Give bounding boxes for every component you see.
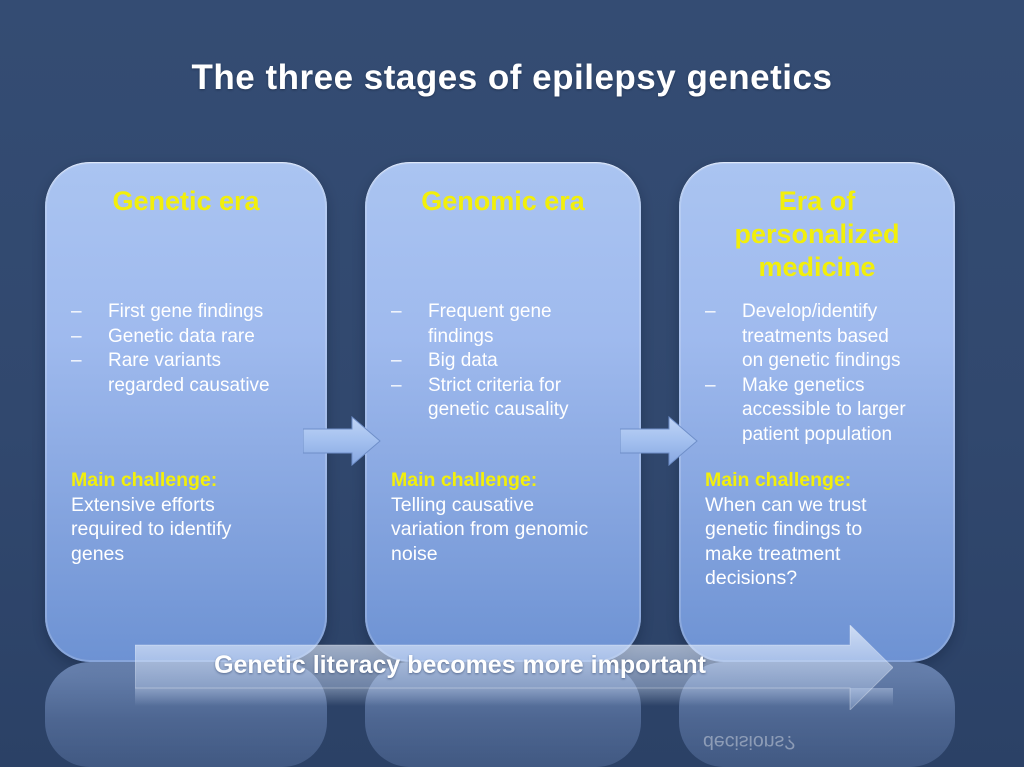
arrow-genetic-to-genomic-icon bbox=[303, 416, 381, 466]
slide-title: The three stages of epilepsy genetics bbox=[191, 58, 833, 97]
dash-bullet-icon: – bbox=[705, 301, 716, 322]
dash-bullet-icon: – bbox=[71, 325, 82, 347]
bullet-item: – Strict criteria for genetic causality bbox=[391, 374, 633, 423]
dash-bullet-icon: – bbox=[391, 374, 402, 396]
banner-label: Genetic literacy becomes more important bbox=[214, 651, 706, 679]
stage-card-genetic-era: Genetic era – First gene findings – Gene… bbox=[45, 162, 327, 662]
stage-bullet-list: – Frequent gene findings – Big data – St… bbox=[391, 300, 633, 423]
bullet-item: – Rare variants regarded causative bbox=[71, 349, 319, 398]
reflected-decisions-text: decisions? bbox=[703, 731, 796, 753]
stage-challenge: Main challenge: When can we trust geneti… bbox=[705, 468, 947, 591]
stage-title: Genetic era bbox=[112, 186, 260, 216]
banner-reflection bbox=[135, 688, 893, 706]
bullet-item: – Genetic data rare bbox=[71, 325, 319, 350]
stage-card-genomic-era: Genomic era – Frequent gene findings – B… bbox=[365, 162, 641, 662]
challenge-label: Main challenge: bbox=[391, 469, 538, 491]
bullet-item: – Frequent gene findings bbox=[391, 300, 633, 349]
stage-title: Genomic era bbox=[421, 186, 585, 216]
bullet-item: – First gene findings bbox=[71, 300, 319, 325]
dash-bullet-icon: – bbox=[71, 350, 82, 371]
bullet-item: – Develop/identify treatments based on g… bbox=[705, 300, 947, 374]
stage-title: Era of personalized medicine bbox=[734, 186, 900, 282]
genetic-literacy-banner-arrow bbox=[135, 625, 893, 710]
bullet-item: – Make genetics accessible to larger pat… bbox=[705, 374, 947, 448]
stage-bullet-list: – Develop/identify treatments based on g… bbox=[705, 300, 947, 447]
stage-challenge: Main challenge: Telling causative variat… bbox=[391, 468, 633, 566]
dash-bullet-icon: – bbox=[71, 301, 82, 322]
bullet-item: – Big data bbox=[391, 349, 633, 374]
arrow-genomic-to-personalized-icon bbox=[620, 416, 698, 466]
challenge-label: Main challenge: bbox=[705, 469, 852, 491]
stage-bullet-list: – First gene findings – Genetic data rar… bbox=[71, 300, 319, 398]
stage-challenge: Main challenge: Extensive efforts requir… bbox=[71, 468, 319, 566]
dash-bullet-icon: – bbox=[391, 301, 402, 322]
dash-bullet-icon: – bbox=[705, 374, 716, 396]
dash-bullet-icon: – bbox=[391, 350, 402, 371]
challenge-label: Main challenge: bbox=[71, 469, 218, 491]
stage-card-personalized-medicine: Era of personalized medicine – Develop/i… bbox=[679, 162, 955, 662]
